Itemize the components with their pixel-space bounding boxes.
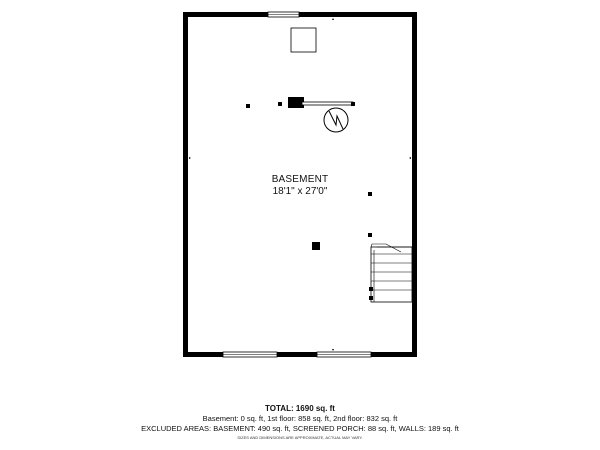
beam [301, 101, 354, 106]
room-dimensions: 18'1" x 27'0" [272, 186, 328, 197]
post-1 [246, 104, 250, 108]
wall-marker-right [409, 157, 411, 159]
post-3 [368, 192, 372, 196]
window-bottom-right [316, 351, 372, 358]
excluded-areas: EXCLUDED AREAS: BASEMENT: 490 sq. ft, SC… [141, 424, 459, 433]
beam-block-large [288, 97, 304, 108]
water-heater-icon [323, 107, 349, 133]
column [312, 242, 320, 250]
total-area: TOTAL: 1690 sq. ft [265, 404, 335, 413]
room-name: BASEMENT [271, 174, 329, 185]
basement-walls [183, 12, 417, 357]
post-4 [368, 233, 372, 237]
area-summary: TOTAL: 1690 sq. ft Basement: 0 sq. ft, 1… [0, 404, 600, 442]
post-2 [351, 102, 355, 106]
window-bottom-left [222, 351, 278, 358]
wall-marker-bottom [332, 349, 334, 351]
staircase-icon [369, 243, 413, 303]
floor-areas: Basement: 0 sq. ft, 1st floor: 858 sq. f… [202, 414, 398, 423]
wall-marker-left [189, 157, 191, 159]
wall-marker-top [332, 18, 334, 20]
window-top [267, 11, 300, 18]
disclaimer: SIZES AND DIMENSIONS ARE APPROXIMATE, AC… [237, 435, 363, 440]
beam-post-left [278, 102, 282, 106]
fixture-box [290, 27, 317, 53]
